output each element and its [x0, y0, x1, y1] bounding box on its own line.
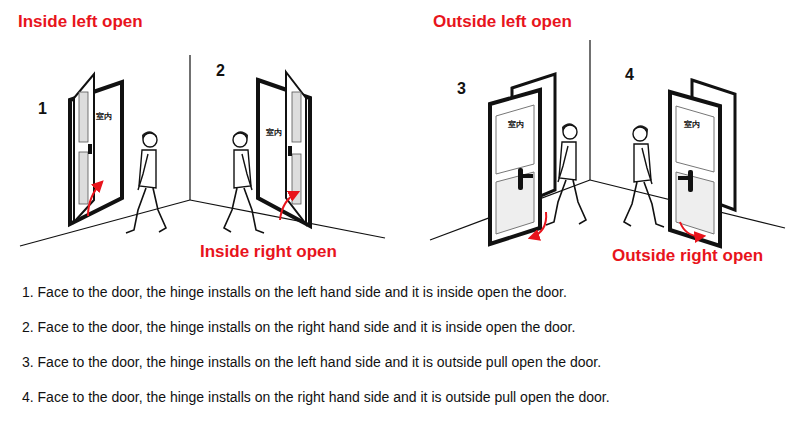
room-mark: 室内 — [684, 120, 700, 129]
door-2 — [258, 72, 310, 226]
swing-arrows — [88, 182, 704, 238]
room-mark: 室内 — [266, 128, 282, 137]
callout-number: 4 — [625, 66, 634, 84]
note-text: 2. Face to the door, the hinge installs … — [22, 319, 575, 335]
door-3 — [490, 74, 555, 244]
callout-number: 3 — [457, 80, 466, 98]
note-text: 3. Face to the door, the hinge installs … — [22, 354, 601, 370]
callout-number: 1 — [38, 100, 47, 118]
door-4 — [670, 80, 735, 246]
door-1 — [70, 74, 122, 224]
note-text: 1. Face to the door, the hinge installs … — [22, 284, 567, 300]
callout-number: 2 — [216, 62, 225, 80]
section-heading: Outside left open — [433, 12, 572, 32]
room-corner — [20, 40, 785, 246]
room-mark: 室内 — [96, 112, 112, 121]
section-heading: Outside right open — [612, 246, 763, 266]
section-heading: Inside right open — [200, 242, 337, 262]
room-mark: 室内 — [508, 120, 524, 129]
person-figures — [126, 123, 664, 233]
note-text: 4. Face to the door, the hinge installs … — [22, 389, 610, 405]
section-heading: Inside left open — [18, 12, 143, 32]
